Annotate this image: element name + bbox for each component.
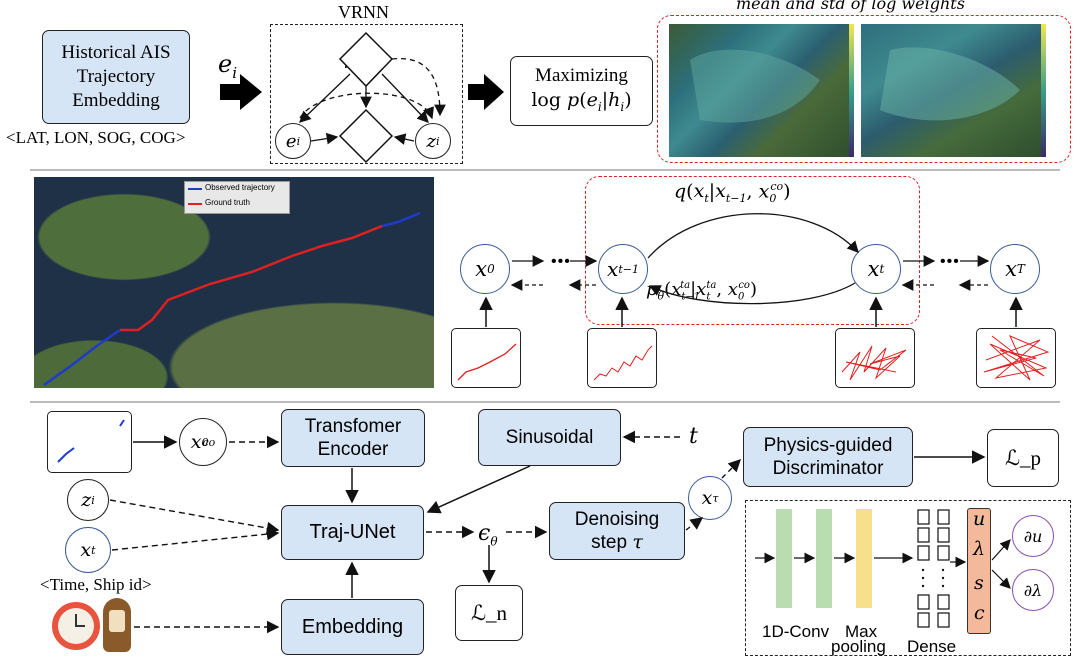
pooling-label: pooling [831,637,886,656]
weights-panel [657,15,1071,163]
ellipsis-right: ••• [940,253,960,270]
clock-icon [52,602,100,650]
denoise-line1: Denoising [574,509,660,530]
cnn-detail-box [745,500,1071,656]
observed-path-west [43,328,121,387]
timestep-t: t [689,424,698,449]
loss-n-box: ℒ_n [455,585,523,641]
conv-label: 1D-Conv [762,622,830,641]
conv-layer-1 [776,509,792,608]
denoise-line2: step τ [591,531,643,553]
discriminator-line1: Physics-guided [763,435,893,456]
fat-arrow-embedding [220,74,262,110]
traj-sample-x0 [451,328,521,388]
transformer-encoder: Transfomer Encoder [281,409,425,467]
legend-observed: Observed trajectory [205,183,275,192]
legend-swatch-ground-truth [188,203,202,205]
objective-line1: Maximizing [535,64,628,86]
dense-label: Dense [907,637,957,656]
traj-sample-xT [976,328,1056,388]
trajectory-map [34,177,434,388]
ais-line2: Trajectory [76,66,156,87]
separator-top [30,169,1060,171]
output-s: s [974,572,984,594]
output-lambda: λ [973,538,986,560]
ais-embedding-box: Historical AIS Trajectory Embedding [42,30,190,124]
loss-p-box: ℒ_p [987,429,1059,487]
physics-output-block [967,508,991,634]
vrnn-box [270,24,463,164]
ais-line3: Embedding [72,90,160,111]
eps-theta: ϵθ [478,521,498,549]
output-u: u [973,508,986,530]
transformer-line2: Encoder [317,439,389,460]
diamond-h [338,108,394,164]
ellipsis-left: ••• [551,253,571,270]
embedding-arrow-label: ei [218,50,238,82]
forward-process-label: q(xt|xt−1, x0co) [674,180,791,206]
traj-sample-xt [835,328,915,388]
sinusoidal-box: Sinusoidal [478,409,621,466]
vrnn-title: VRNN [338,2,390,22]
objective-box: Maximizing log p(ei|hi) [510,56,653,126]
conv-layer-2 [816,509,832,608]
maxpool-layer [856,509,872,608]
physics-discriminator: Physics-guided Discriminator [743,427,913,487]
std-colorbar [1041,24,1046,157]
observed-path-east [381,211,421,228]
grad-lambda-node: ∂λ [1012,569,1054,611]
legend-ground-truth: Ground truth [205,198,250,207]
fat-arrow-objective [468,74,504,110]
mean-colorbar [849,24,854,157]
max-label: Max [845,622,878,641]
ais-line1: Historical AIS [61,42,171,63]
cond-fields: <Time, Ship id> [40,575,152,594]
traj-sample-xt-minus-1 [587,328,657,388]
traj-unet: Traj-UNet [281,505,424,560]
embedding-box: Embedding [281,599,424,655]
denoise-box: Denoising step τ [549,502,685,560]
discriminator-line2: Discriminator [772,458,884,479]
ship-icon [103,598,131,652]
ais-fields: <LAT, LON, SOG, COG> [6,128,186,147]
observed-traj-box [47,411,132,473]
objective-line2: log p(ei|hi) [531,88,632,114]
separator-bottom [30,401,1060,403]
diffusion-step-box [585,176,920,325]
ground-truth-path [120,224,383,332]
diamond-h-prev [338,31,394,88]
legend-swatch-observed [188,188,202,190]
transformer-line1: Transfomer [304,416,402,437]
grad-u-node: ∂u [1012,515,1054,557]
output-c: c [974,602,985,624]
legend-box [184,181,290,214]
weights-caption: mean and std of log weights [736,0,965,13]
